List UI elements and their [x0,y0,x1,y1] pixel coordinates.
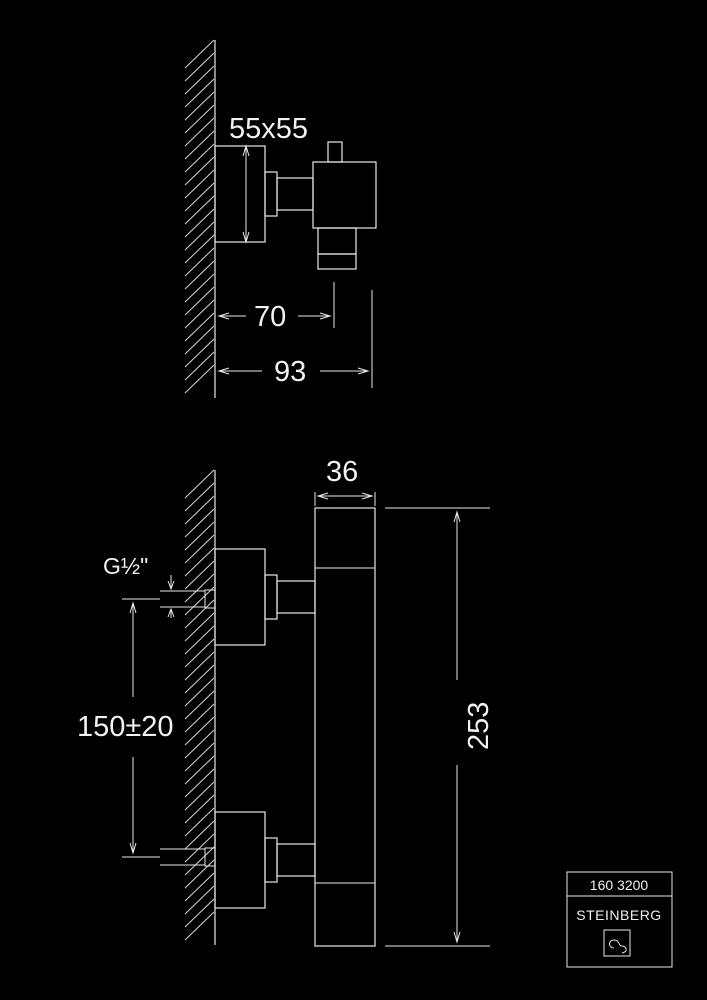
dim-36: 36 [314,456,376,506]
wall-hatch-line [184,65,215,95]
wall-hatch-line [184,325,215,355]
title-block: 160 3200 STEINBERG [566,871,673,968]
wall-hatch-line [184,716,215,746]
wall-hatch-line [184,143,215,173]
thermostat-body [314,507,376,947]
wall-hatch-line [184,312,215,342]
wall-hatch-line [184,729,215,759]
article-number: 160 3200 [590,877,649,893]
wall-hatch-line [184,482,215,512]
wall-hatch-line [184,104,215,134]
dim-36-label: 36 [326,456,358,488]
wall-hatch-line [184,612,215,642]
wall-hatch-line [184,586,215,616]
wall-hatch-line [184,651,215,681]
dim-55x55: 55x55 [229,113,308,244]
wall-hatch-line [184,859,215,889]
wall-hatch-line [184,208,215,238]
wall-hatch-line [184,898,215,928]
wall-hatch-line [184,91,215,121]
wall-hatch-line [184,638,215,668]
wall-hatch-line [184,338,215,368]
wall-hatch-line [184,807,215,837]
wall-lower [184,469,216,945]
wall-hatch-line [184,182,215,212]
wall-hatch-line [184,911,215,941]
wall-hatch-line [184,52,215,82]
wall-upper [184,39,216,398]
wall-hatch-line [184,677,215,707]
brand-logo [603,929,631,957]
wall-hatch-line [184,846,215,876]
wall-hatch-line [184,521,215,551]
wall-hatch-line [184,599,215,629]
wall-hatch-line [184,260,215,290]
dim-70: 70 [217,282,335,333]
wall-hatch-line [184,664,215,694]
wall-hatch-line [184,820,215,850]
wall-hatch-line [184,625,215,655]
wall-hatch-line [184,234,215,264]
wall-hatch-line [184,560,215,590]
wall-hatch-line [184,286,215,316]
dim-253: 253 [385,507,495,947]
upper-connection [160,548,316,646]
wall-hatch-line [184,117,215,147]
dim-150-label: 150±20 [77,711,174,743]
wall-hatch-line [184,364,215,394]
wall-hatch-line [184,39,215,69]
dim-150: 150±20 [77,598,174,858]
top-view-fitting [214,141,377,270]
wall-hatch-line [184,247,215,277]
wall-hatch-line [184,703,215,733]
dim-70-label: 70 [254,301,286,333]
wall-hatch-line [184,768,215,798]
dim-thread: G½" [103,553,175,618]
wall-hatch-line [184,794,215,824]
wall-hatch-line [184,130,215,160]
wall-hatch-line [184,351,215,381]
dim-thread-label: G½" [103,553,148,579]
wall-hatch-line [184,781,215,811]
wall-hatch-line [184,833,215,863]
wall-hatch-line [184,169,215,199]
wall-hatch-line [184,534,215,564]
wall-hatch-line [184,78,215,108]
wall-hatch-line [184,156,215,186]
wall-hatch-line [184,221,215,251]
wall-hatch-line [184,690,215,720]
wall-hatch-line [184,547,215,577]
dim-253-label: 253 [463,702,495,750]
wall-hatch-line [184,508,215,538]
wall-hatch-line [184,872,215,902]
wall-hatch-line [184,469,215,499]
wall-hatch-line [184,742,215,772]
wall-hatch-line [184,755,215,785]
lower-connection [160,811,316,909]
wall-hatch-line [184,273,215,303]
wall-hatch-line [184,885,215,915]
dim-55x55-label: 55x55 [229,113,308,145]
dim-93: 93 [217,290,373,388]
dim-93-label: 93 [274,356,306,388]
wall-hatch-line [184,573,215,603]
wall-hatch-line [184,495,215,525]
wall-hatch-line [184,195,215,225]
wall-hatch-line [184,299,215,329]
brand-name: STEINBERG [576,907,661,923]
